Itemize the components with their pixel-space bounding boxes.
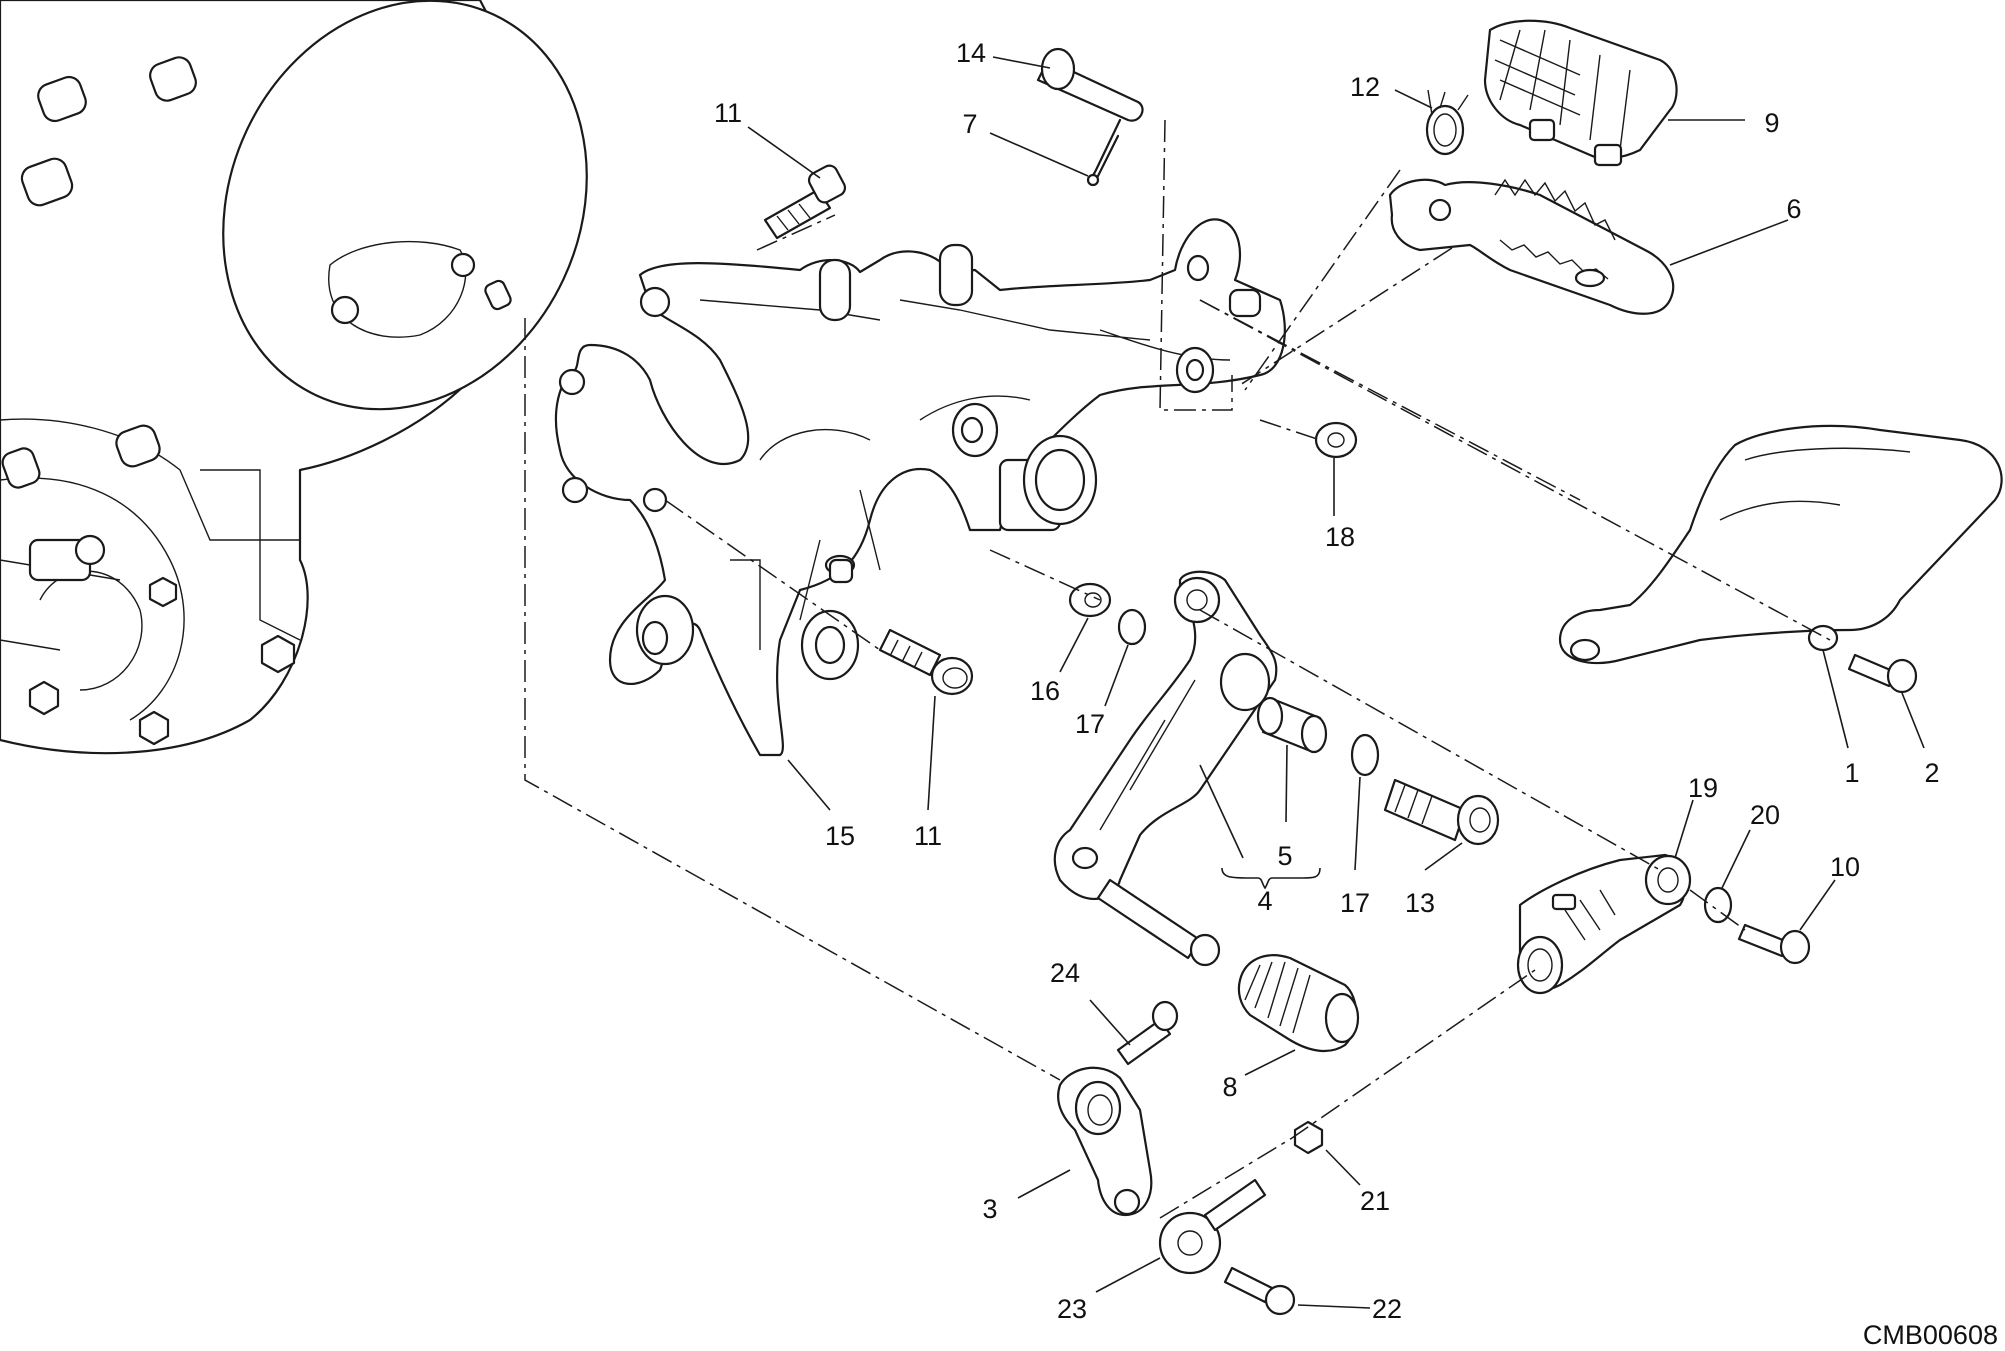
shift-rubber-8 xyxy=(1237,954,1360,1053)
callout-22: 22 xyxy=(1372,1294,1402,1324)
washer-18 xyxy=(1314,421,1358,459)
callout-13: 13 xyxy=(1405,888,1435,918)
bolt-11-mid xyxy=(878,628,974,696)
leader-lines xyxy=(747,56,1925,1309)
heel-guard-1 xyxy=(1558,424,2003,665)
bolt-11-top xyxy=(763,164,847,240)
callout-3: 3 xyxy=(982,1194,997,1224)
callout-4: 4 xyxy=(1257,886,1272,916)
shift-arm-3 xyxy=(1057,1066,1153,1217)
bushing-5 xyxy=(1256,696,1328,754)
callout-24: 24 xyxy=(1050,958,1080,988)
bolt-22 xyxy=(1223,1266,1296,1316)
clamp-bolt-24 xyxy=(1116,1000,1179,1066)
callout-18: 18 xyxy=(1325,522,1355,552)
callout-15: 15 xyxy=(825,821,855,851)
callout-17-right: 17 xyxy=(1340,888,1370,918)
callout-5: 5 xyxy=(1277,841,1292,871)
gear-lever-4 xyxy=(1053,570,1278,967)
callout-20: 20 xyxy=(1750,800,1780,830)
callout-21: 21 xyxy=(1360,1186,1390,1216)
callout-labels: 1 2 3 4 5 6 7 8 9 10 11 11 12 13 14 15 1… xyxy=(714,38,1940,1324)
spring-12 xyxy=(1425,89,1469,156)
circlip-17a xyxy=(1117,608,1147,646)
pivot-bolt-13 xyxy=(1383,778,1500,846)
washer-20 xyxy=(1703,886,1733,924)
bolt-10 xyxy=(1737,923,1811,965)
callout-10: 10 xyxy=(1830,852,1860,882)
callout-19: 19 xyxy=(1688,773,1718,803)
bolt-2 xyxy=(1847,653,1918,694)
nut-21 xyxy=(1293,1120,1324,1155)
rod-end-23 xyxy=(1158,1178,1267,1275)
engine-bolts xyxy=(1,56,197,489)
callout-8: 8 xyxy=(1222,1072,1237,1102)
callout-14: 14 xyxy=(956,38,986,68)
callout-2: 2 xyxy=(1924,758,1939,788)
callout-12: 12 xyxy=(1350,72,1380,102)
washer-16 xyxy=(1068,582,1112,618)
footpeg-rubber-9 xyxy=(1483,19,1678,167)
quickshifter-19 xyxy=(1516,853,1692,995)
callout-11-top: 11 xyxy=(714,98,742,128)
callout-7: 7 xyxy=(962,109,977,139)
footpeg-6 xyxy=(1388,178,1675,315)
callout-17-left: 17 xyxy=(1075,709,1105,739)
callout-9: 9 xyxy=(1764,108,1779,138)
callout-16: 16 xyxy=(1030,676,1060,706)
callout-11-mid: 11 xyxy=(914,821,942,851)
drawing-code: CMB00608 xyxy=(1863,1320,1998,1350)
callout-1: 1 xyxy=(1844,758,1859,788)
group-brace-4 xyxy=(1221,867,1321,890)
circlip-17b xyxy=(1350,733,1380,777)
engine-crankcase xyxy=(0,0,588,755)
callout-23: 23 xyxy=(1057,1294,1087,1324)
footpeg-bracket-15 xyxy=(554,218,1286,757)
pin-14 xyxy=(1036,47,1144,122)
callout-6: 6 xyxy=(1786,194,1801,224)
assembly-lines xyxy=(524,119,1831,1219)
cotter-pin-7 xyxy=(1086,118,1122,187)
